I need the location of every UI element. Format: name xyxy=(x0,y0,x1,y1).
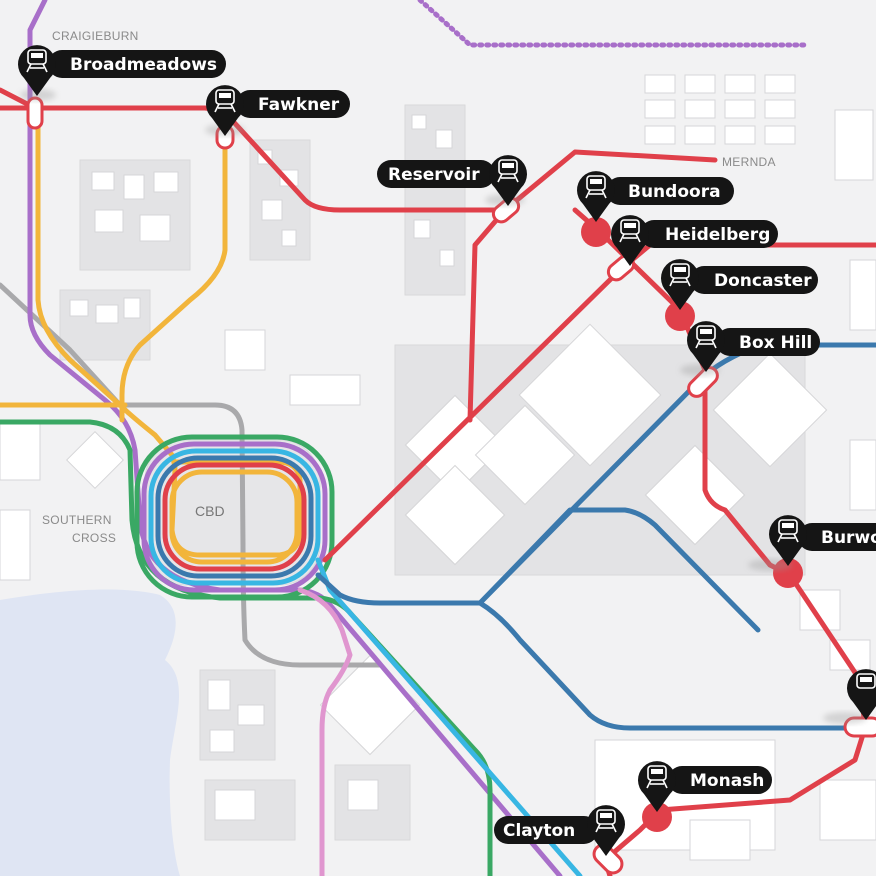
cbd-loop-yellow xyxy=(169,469,300,565)
purple-dotted-line xyxy=(417,0,811,48)
train-icon xyxy=(777,519,799,543)
station-label-bg xyxy=(716,328,820,356)
station-label: Broadmeadows xyxy=(70,55,217,75)
yellow-line xyxy=(0,107,303,558)
station-label: Reservoir xyxy=(388,165,480,185)
station-label-bg xyxy=(606,177,734,205)
station-label-bg xyxy=(48,50,226,78)
cbd-loop-cyan xyxy=(148,448,321,586)
station-burwood[interactable]: Burwo xyxy=(748,515,876,571)
station-label-bg xyxy=(377,160,495,188)
station-monash[interactable]: Monash xyxy=(638,761,772,812)
train-icon xyxy=(214,89,236,113)
area-label-craigieburn: CRAIGIEBURN xyxy=(52,29,139,43)
train-icon xyxy=(695,325,717,349)
station-label: Box Hill xyxy=(739,333,812,353)
station-label: Clayton xyxy=(503,821,575,841)
bay-water xyxy=(0,589,180,876)
station-fawkner[interactable]: Fawkner xyxy=(205,85,350,136)
cbd-loop-red xyxy=(162,462,307,572)
station-reservoir[interactable]: Reservoir xyxy=(377,155,527,206)
map-pin xyxy=(611,215,649,266)
cbd-loop-purple xyxy=(141,441,328,593)
station-label-bg xyxy=(236,90,350,118)
station-label-bg xyxy=(668,766,772,794)
train-icon xyxy=(856,673,876,689)
train-icon xyxy=(585,175,607,199)
station-heidelberg[interactable]: Heidelberg xyxy=(611,215,778,266)
station-unlabeled-east[interactable] xyxy=(823,669,876,724)
station-broadmeadows[interactable]: Broadmeadows xyxy=(17,45,226,101)
cbd-loop-green xyxy=(134,434,335,600)
station-label-bg xyxy=(640,220,778,248)
train-icon xyxy=(26,49,48,73)
train-icon xyxy=(646,765,668,789)
cbd-label: CBD xyxy=(195,503,225,519)
station-label: Monash xyxy=(690,771,764,791)
station-label: Bundoora xyxy=(628,182,721,202)
station-label: Fawkner xyxy=(258,95,340,115)
station-bundoora[interactable]: Bundoora xyxy=(576,171,734,222)
station-clayton[interactable]: Clayton xyxy=(494,805,625,856)
station-label: Doncaster xyxy=(714,271,812,291)
map-pin xyxy=(17,45,56,96)
map-pin xyxy=(661,259,699,310)
cbd-loop-blue xyxy=(155,455,314,579)
area-label-cross: CROSS xyxy=(72,531,116,545)
grey-line xyxy=(0,282,383,668)
station-doncaster[interactable]: Doncaster xyxy=(661,259,818,310)
train-icon xyxy=(619,219,641,243)
train-icon xyxy=(497,159,519,183)
station-label-bg xyxy=(798,523,876,551)
city-blocks xyxy=(0,74,876,861)
pink-line xyxy=(297,587,353,876)
station-label: Burwo xyxy=(821,528,876,548)
cyan-line xyxy=(315,557,583,876)
area-label-southern: SOUTHERN xyxy=(42,513,112,527)
station-label-bg xyxy=(494,816,598,844)
station-box-hill[interactable]: Box Hill xyxy=(680,321,820,376)
station-label: Heidelberg xyxy=(665,225,770,245)
train-icon xyxy=(595,809,617,833)
area-label-mernda: MERNDA xyxy=(722,155,776,169)
train-icon xyxy=(669,263,691,287)
station-label-bg xyxy=(690,266,818,294)
